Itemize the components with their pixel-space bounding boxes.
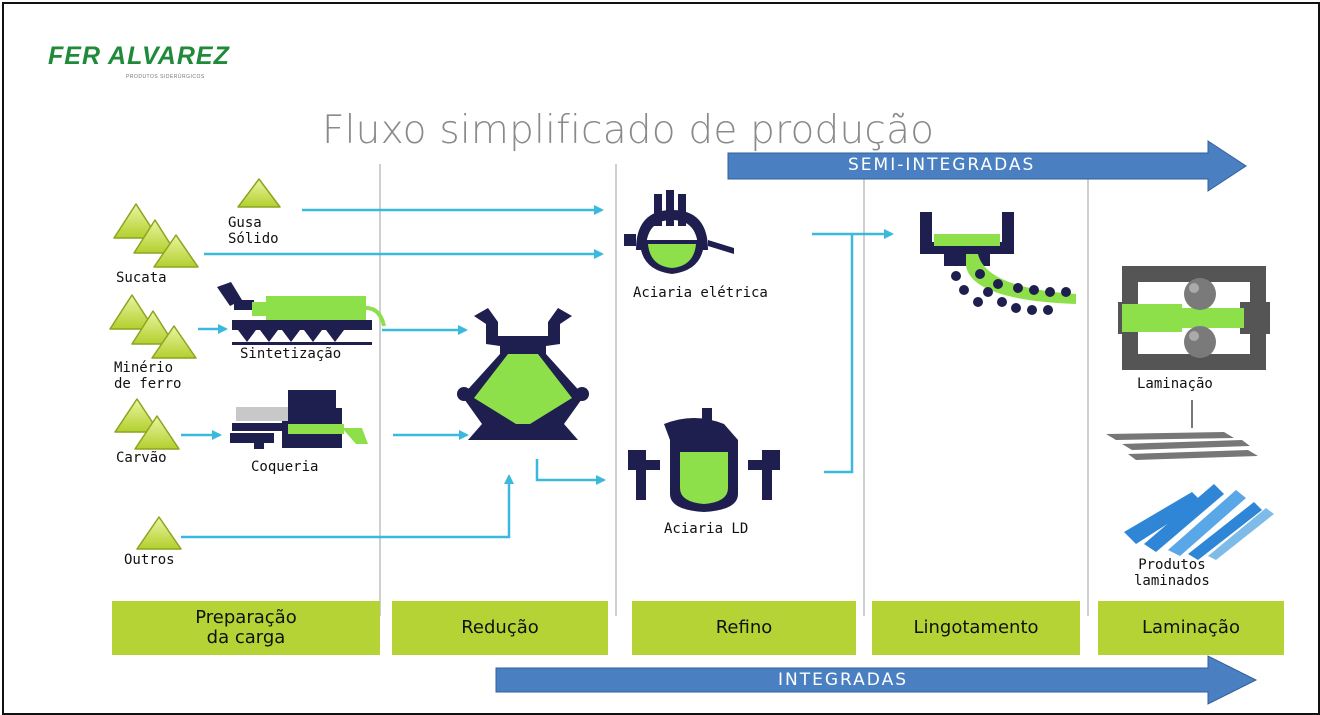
coqueria-label: Coqueria bbox=[251, 459, 319, 475]
lingotamento-icon bbox=[920, 212, 1076, 315]
produtos-laminados-label: Produtos laminados bbox=[1134, 557, 1210, 589]
produtos-laminados-icon bbox=[1124, 484, 1274, 560]
stage-reducao-label: Redução bbox=[461, 617, 539, 638]
sucata-pile-icon-3 bbox=[153, 234, 199, 268]
minerio-pile-icon-3 bbox=[151, 325, 197, 359]
minerio-pile-icon-1 bbox=[109, 294, 155, 330]
stage-lingotamento-label: Lingotamento bbox=[913, 617, 1039, 638]
flow-ld-to-lingot bbox=[824, 234, 854, 474]
semi-integradas-arrow bbox=[727, 140, 1247, 192]
sinterizacao-label: Sintetização bbox=[240, 346, 342, 362]
coqueria-machine-icon bbox=[230, 390, 368, 449]
flow-reducao-to-ld bbox=[535, 459, 606, 485]
outros-label: Outros bbox=[124, 552, 175, 568]
minerio-label: Minério de ferro bbox=[114, 360, 182, 392]
aciaria-ld-icon bbox=[628, 408, 780, 512]
stage-laminacao: Laminação bbox=[1098, 601, 1284, 655]
stage-refino: Refino bbox=[632, 601, 856, 655]
carvao-pile-icon-2 bbox=[134, 415, 180, 450]
logo-subtitle: PRODUTOS SIDERÚRGICOS bbox=[126, 74, 205, 80]
integradas-label: INTEGRADAS bbox=[778, 670, 908, 690]
laminacao-process-label: Laminação bbox=[1137, 376, 1213, 392]
stage-reducao: Redução bbox=[392, 601, 608, 655]
sucata-pile-icon-2 bbox=[133, 219, 177, 254]
stage-refino-label: Refino bbox=[715, 617, 773, 638]
aciaria-eletrica-icon bbox=[624, 190, 734, 274]
stage-lingotamento: Lingotamento bbox=[872, 601, 1080, 655]
sucata-label: Sucata bbox=[116, 270, 167, 286]
laminacao-mill-icon bbox=[1106, 266, 1270, 460]
pile-icons bbox=[109, 178, 281, 550]
flow-lines bbox=[181, 205, 894, 539]
carvao-pile-icon-1 bbox=[114, 398, 160, 433]
sucata-pile-icon-1 bbox=[113, 203, 159, 239]
stage-preparacao-label: Preparação da carga bbox=[195, 607, 297, 648]
aciaria-ld-label: Aciaria LD bbox=[664, 521, 749, 537]
diagram-title: Fluxo simplificado de produção bbox=[322, 108, 935, 153]
gusa-solido-label: Gusa Sólido bbox=[228, 215, 279, 247]
logo: FER ALVAREZ PRODUTOS SIDERÚRGICOS bbox=[48, 42, 258, 92]
flow-outros-to-reducao bbox=[181, 474, 514, 539]
logo-name: FER ALVAREZ bbox=[48, 42, 230, 70]
stage-preparacao: Preparação da carga bbox=[112, 601, 380, 655]
aciaria-eletrica-label: Aciaria elétrica bbox=[633, 285, 768, 301]
stage-laminacao-label: Laminação bbox=[1142, 617, 1240, 638]
integradas-arrow bbox=[495, 655, 1258, 705]
minerio-pile-icon-2 bbox=[131, 310, 175, 345]
semi-integradas-label: SEMI-INTEGRADAS bbox=[848, 155, 1036, 175]
carvao-label: Carvão bbox=[116, 450, 167, 466]
blast-furnace-icon bbox=[457, 308, 589, 440]
sinterizacao-machine-icon bbox=[217, 282, 386, 345]
outros-pile-icon bbox=[136, 516, 182, 550]
gusa-pile-icon bbox=[237, 178, 281, 208]
flow-diagram bbox=[109, 140, 1274, 705]
column-separators bbox=[379, 164, 1089, 616]
